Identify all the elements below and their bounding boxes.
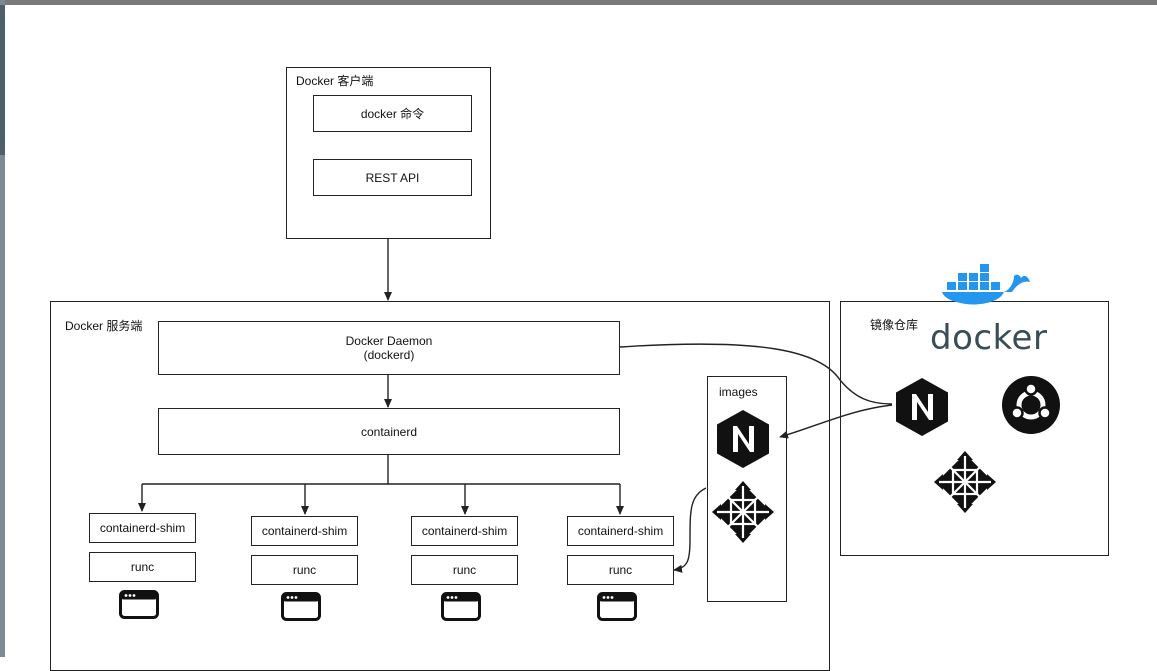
runc-box-3: runc bbox=[411, 555, 518, 585]
daemon-subname: (dockerd) bbox=[363, 348, 415, 362]
daemon-to-registry-curve bbox=[619, 343, 893, 405]
registry-to-images-arrow bbox=[779, 404, 893, 439]
images-to-runc-arrow bbox=[673, 487, 707, 573]
window-left-border-dark bbox=[0, 5, 5, 155]
runc-box-1: runc bbox=[89, 552, 196, 582]
client-title: Docker 客户端 bbox=[296, 74, 374, 88]
containerd-shim-box-1: containerd-shim bbox=[89, 513, 196, 543]
docker-command-box: docker 命令 bbox=[313, 95, 472, 132]
runc-box-2: runc bbox=[251, 555, 358, 585]
containerd-shim-box-3: containerd-shim bbox=[411, 516, 518, 546]
server-title: Docker 服务端 bbox=[65, 319, 143, 333]
containerd-shim-box-2: containerd-shim bbox=[251, 516, 358, 546]
container-window-icon bbox=[597, 592, 637, 621]
nginx-icon bbox=[896, 378, 948, 436]
docker-logo-text: docker bbox=[930, 318, 1048, 358]
container-window-icon bbox=[281, 592, 321, 621]
connector-lines bbox=[138, 239, 893, 573]
registry-box bbox=[840, 301, 1109, 556]
registry-title: 镜像仓库 bbox=[870, 318, 919, 332]
nginx-icon bbox=[717, 410, 769, 468]
daemon-name: Docker Daemon bbox=[345, 334, 433, 348]
containerd-shim-box-4: containerd-shim bbox=[567, 516, 674, 546]
containerd-box: containerd bbox=[158, 408, 620, 455]
ubuntu-icon bbox=[1002, 376, 1060, 434]
containerd-branch-line bbox=[142, 455, 389, 485]
docker-whale-icon bbox=[942, 264, 1030, 305]
centos-icon bbox=[712, 481, 774, 543]
container-window-icon bbox=[119, 590, 159, 619]
container-window-icon bbox=[441, 592, 481, 621]
window-left-border bbox=[0, 0, 5, 657]
centos-icon bbox=[934, 451, 996, 513]
rest-api-box: REST API bbox=[313, 159, 472, 196]
window-top-border bbox=[0, 0, 1157, 5]
images-title: images bbox=[719, 385, 758, 399]
docker-daemon-box: Docker Daemon (dockerd) bbox=[158, 321, 620, 375]
